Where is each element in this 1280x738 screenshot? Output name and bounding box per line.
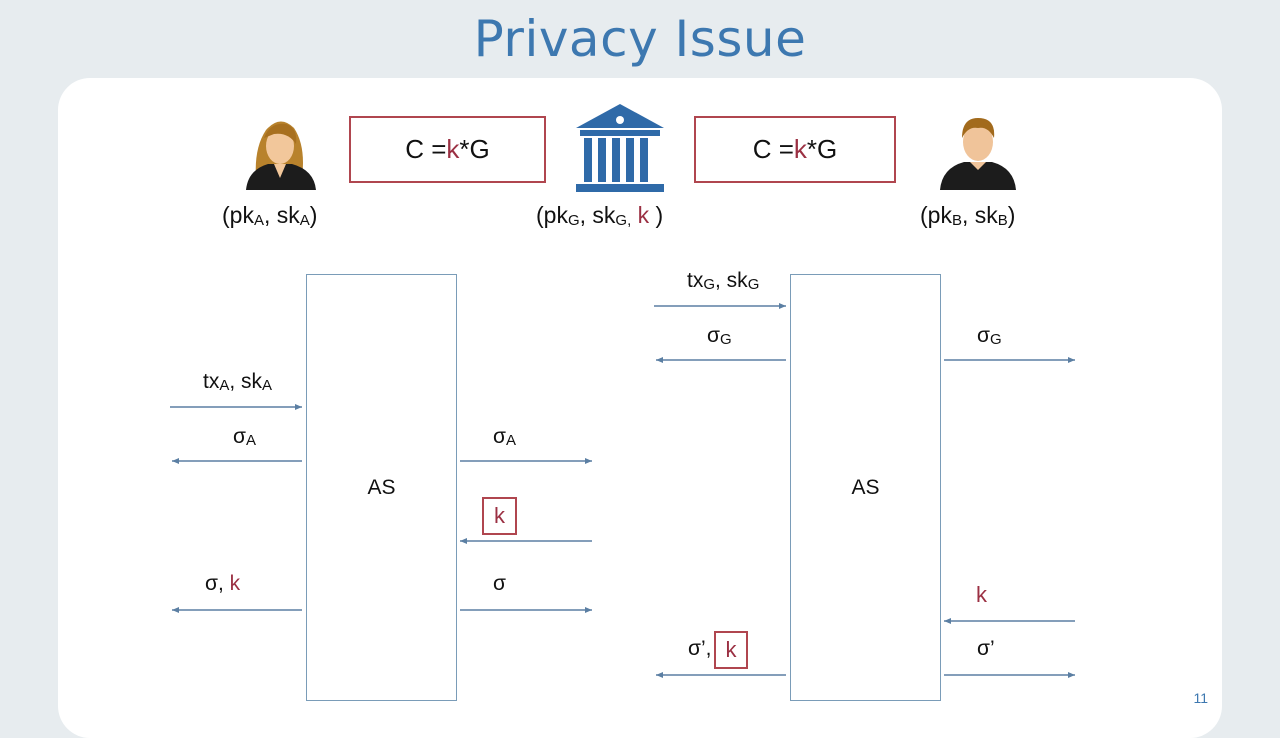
label-tx-a-sk-a: txA, skA: [203, 370, 273, 394]
label-sigma-prime-left: σ’,: [688, 637, 712, 660]
bank-keys-label: (pkG, skG, k ): [536, 202, 664, 229]
k-box-right: k: [714, 631, 748, 669]
label-sigma-g-left: σG: [707, 324, 732, 348]
slide-title: Privacy Issue: [473, 10, 807, 68]
label-k-in-right: k: [976, 582, 987, 607]
label-sigma-g-right: σG: [977, 324, 1002, 348]
commitment-box-right: C = k*G: [694, 116, 896, 183]
bob-keys-label: (pkB, skB): [920, 202, 1016, 229]
adaptor-signature-box-left: AS: [306, 274, 457, 701]
protocol-arrows: [170, 303, 1075, 678]
commitment-box-left: C = k*G: [349, 116, 546, 183]
adaptor-signature-box-right: AS: [790, 274, 941, 701]
woman-user-icon: [246, 121, 316, 190]
label-sigma-right: σ: [493, 572, 506, 595]
label-sigma-a-right: σA: [493, 425, 516, 449]
label-sigma-prime-right: σ’: [977, 637, 995, 660]
man-user-icon: [940, 118, 1016, 190]
label-tx-g-sk-g: txG, skG: [687, 269, 760, 293]
label-sigma-k-left: σ, k: [205, 572, 241, 595]
page-number: 11: [1193, 690, 1208, 706]
label-sigma-a-left: σA: [233, 425, 256, 449]
alice-keys-label: (pkA, skA): [222, 202, 318, 229]
bank-building-icon: [576, 104, 664, 192]
k-box-left: k: [482, 497, 517, 535]
